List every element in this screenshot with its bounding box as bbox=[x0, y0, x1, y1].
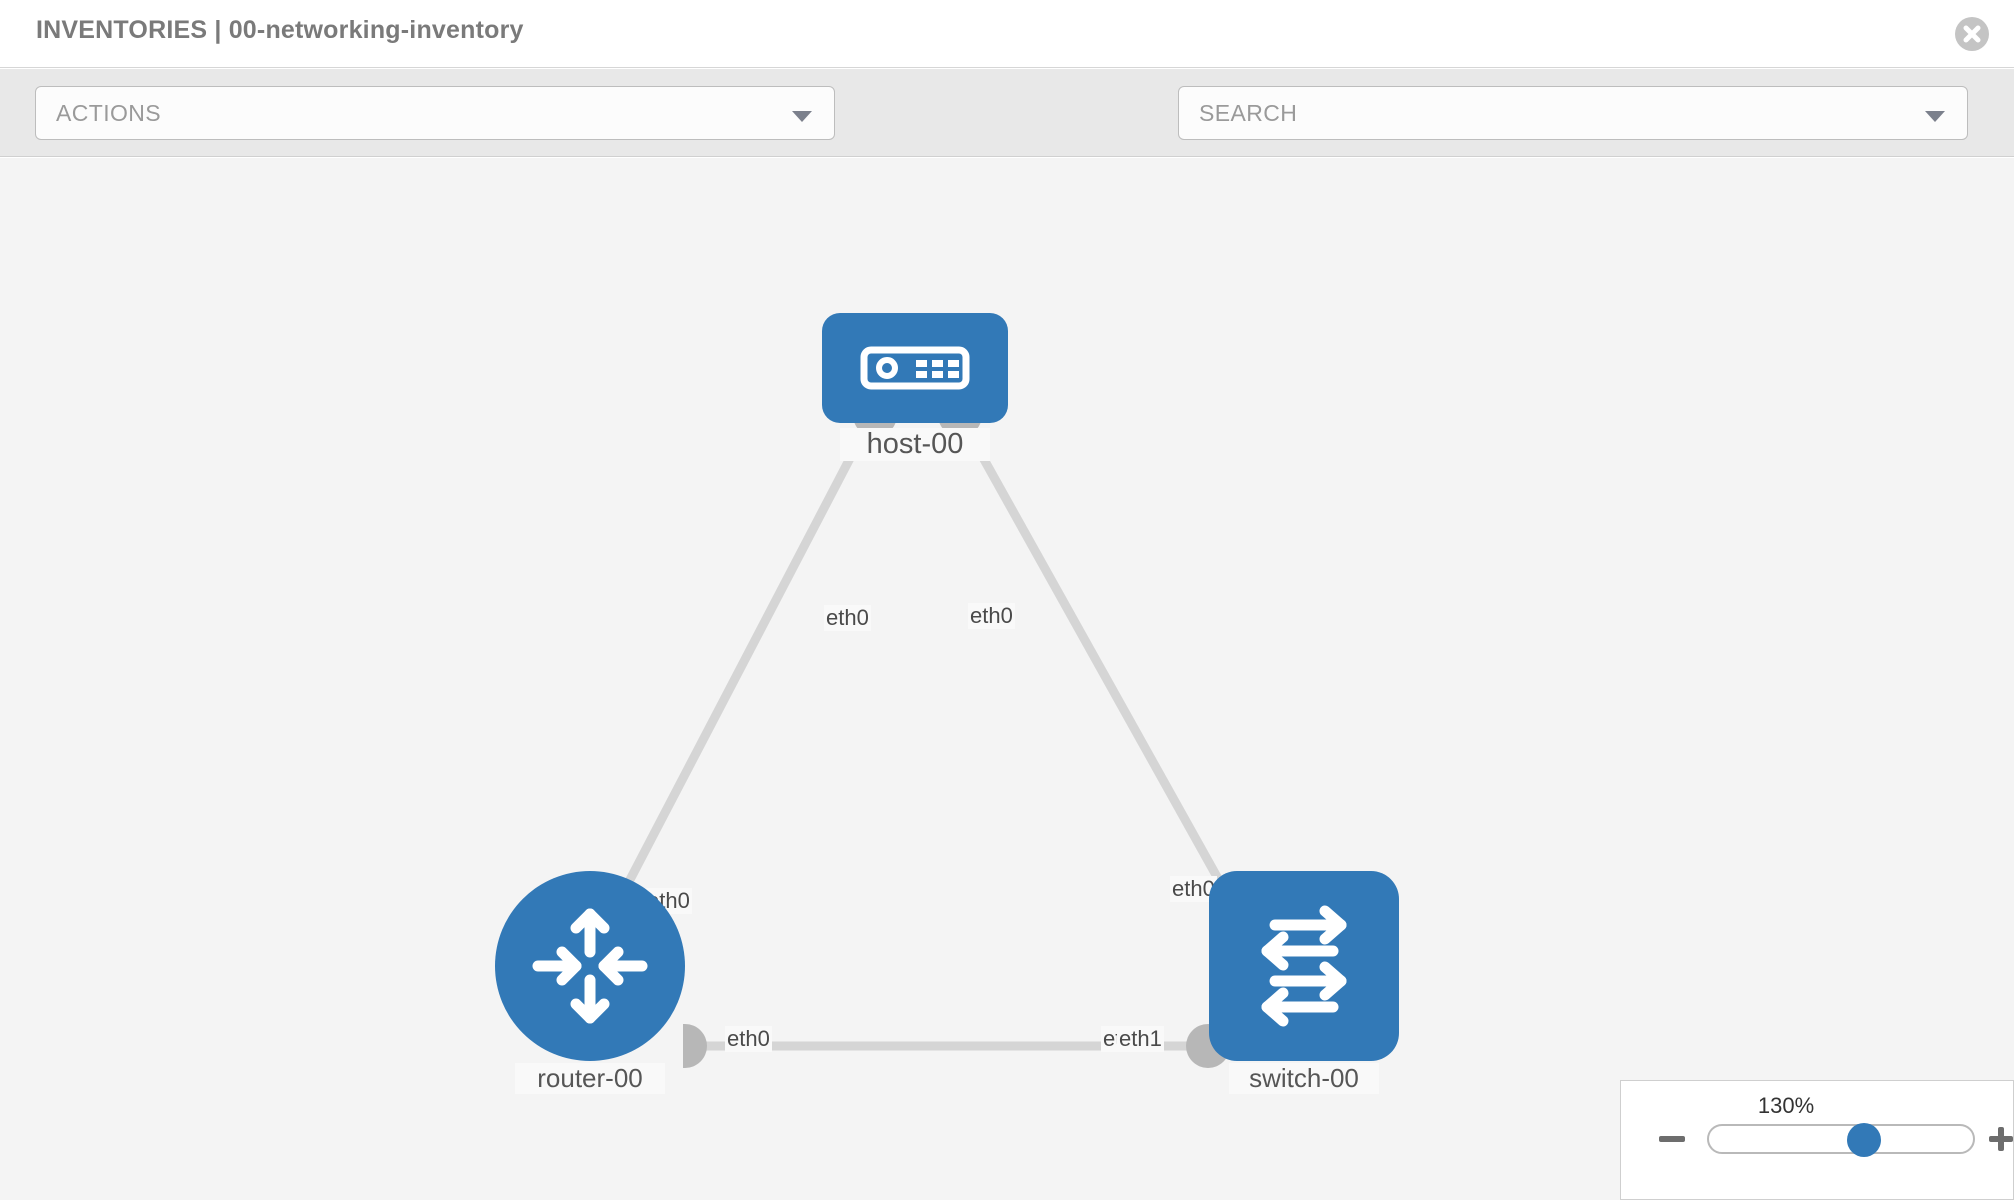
topology-links bbox=[606, 417, 1244, 1051]
link-label-host-eth0-left: eth0 bbox=[824, 605, 871, 631]
zoom-slider-thumb[interactable] bbox=[1847, 1123, 1881, 1157]
node-switch-00-label: switch-00 bbox=[1229, 1063, 1379, 1094]
actions-dropdown[interactable]: ACTIONS bbox=[35, 86, 835, 140]
zoom-in-button[interactable] bbox=[1989, 1127, 2013, 1151]
router-arrows-icon bbox=[532, 908, 648, 1024]
link-label-router-eth0: eth0 bbox=[725, 1026, 772, 1052]
close-button[interactable] bbox=[1955, 17, 1989, 51]
node-host-00-shape[interactable] bbox=[822, 313, 1008, 423]
link-host-router bbox=[606, 417, 874, 921]
topology-canvas[interactable]: eth0 eth0 eth0 eth0 eth0 eth eth1 host-0… bbox=[0, 158, 2014, 1200]
page-header: INVENTORIES | 00-networking-inventory bbox=[0, 0, 2014, 68]
node-switch-00-shape[interactable] bbox=[1209, 871, 1399, 1061]
switch-arrows-icon bbox=[1261, 905, 1347, 1027]
node-router-00-shape[interactable] bbox=[495, 871, 685, 1061]
close-icon bbox=[1963, 25, 1981, 43]
zoom-control: 130% bbox=[1620, 1080, 2014, 1200]
link-label-switch-eth1: eth1 bbox=[1117, 1026, 1164, 1052]
zoom-level-value: 130% bbox=[1757, 1093, 1815, 1118]
search-placeholder: SEARCH bbox=[1199, 100, 1298, 126]
toolbar: ACTIONS SEARCH bbox=[0, 69, 2014, 200]
link-host-switch bbox=[958, 417, 1244, 921]
server-icon bbox=[860, 346, 970, 390]
chevron-down-icon[interactable] bbox=[1925, 111, 1945, 122]
zoom-slider-track[interactable] bbox=[1707, 1123, 1975, 1157]
chevron-down-icon bbox=[792, 111, 812, 122]
search-input[interactable]: SEARCH bbox=[1178, 86, 1968, 140]
node-router-00-label: router-00 bbox=[515, 1063, 665, 1094]
link-label-host-eth0-right: eth0 bbox=[968, 603, 1015, 629]
actions-dropdown-label: ACTIONS bbox=[56, 100, 162, 126]
zoom-out-button[interactable] bbox=[1659, 1136, 1685, 1142]
page-title: INVENTORIES | 00-networking-inventory bbox=[36, 16, 524, 44]
node-host-00-label: host-00 bbox=[840, 428, 990, 461]
